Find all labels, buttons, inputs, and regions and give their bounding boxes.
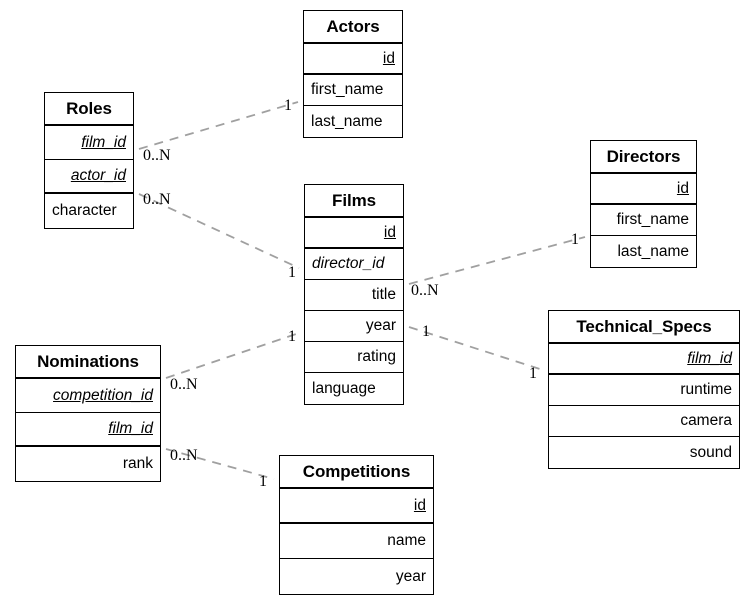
entity-title-competitions: Competitions [280,456,433,489]
attribute-label: year [365,317,396,334]
attribute-films-language[interactable]: language [305,373,403,404]
attribute-directors-id[interactable]: id [591,174,696,205]
attribute-label: camera [680,412,732,429]
attribute-actors-id[interactable]: id [304,44,402,75]
attribute-nominations-film_id[interactable]: film_id [16,413,160,447]
attribute-roles-character[interactable]: character [45,194,133,228]
attribute-label: character [52,202,117,219]
attribute-films-id[interactable]: id [305,218,403,249]
entity-title-technical_specs: Technical_Specs [549,311,739,344]
attribute-label: first_name [311,81,384,98]
relationship-line-nominations-films [165,332,300,379]
entity-title-roles: Roles [45,93,133,126]
attribute-label: runtime [680,381,732,398]
entity-competitions[interactable]: Competitions id name year [279,455,434,595]
relationship-line-films-directors [408,236,586,285]
entity-actors[interactable]: Actors id first_name last_name [303,10,403,138]
cardinality-label-roles-actors-from: 0..N [143,147,171,164]
attribute-label: sound [689,443,732,461]
attribute-label: title [371,286,396,303]
entity-title-films: Films [305,185,403,218]
attribute-label: rating [357,348,396,365]
attribute-competitions-year[interactable]: year [280,559,433,594]
relationship-line-roles-actors [138,101,299,150]
attribute-label: director_id [312,255,385,272]
attribute-technical_specs-runtime[interactable]: runtime [549,375,739,406]
cardinality-label-films-technical-from: 1 [422,323,430,340]
attribute-label: film_id [108,420,153,437]
cardinality-label-nominations-films-to: 1 [288,328,296,345]
attribute-label: last_name [617,242,689,260]
attribute-label: rank [122,455,153,472]
attribute-label: name [387,532,426,549]
attribute-label: competition_id [53,386,153,404]
cardinality-label-films-technical-to: 1 [529,365,537,382]
attribute-label: year [395,567,426,585]
attribute-label: id [676,179,689,197]
attribute-actors-first_name[interactable]: first_name [304,75,402,106]
attribute-nominations-rank[interactable]: rank [16,447,160,481]
attribute-technical_specs-sound[interactable]: sound [549,437,739,468]
attribute-actors-last_name[interactable]: last_name [304,106,402,137]
attribute-nominations-competition_id[interactable]: competition_id [16,379,160,413]
attribute-technical_specs-film_id[interactable]: film_id [549,344,739,375]
attribute-label: first_name [616,211,689,228]
entity-directors[interactable]: Directors id first_name last_name [590,140,697,268]
attribute-technical_specs-camera[interactable]: camera [549,406,739,437]
attribute-label: actor_id [70,167,126,184]
cardinality-label-roles-actors-to: 1 [284,97,292,114]
attribute-label: last_name [311,112,383,130]
attribute-competitions-id[interactable]: id [280,489,433,524]
attribute-label: film_id [81,133,126,151]
attribute-roles-film_id[interactable]: film_id [45,126,133,160]
attribute-films-rating[interactable]: rating [305,342,403,373]
attribute-films-title[interactable]: title [305,280,403,311]
entity-title-nominations: Nominations [16,346,160,379]
attribute-directors-last_name[interactable]: last_name [591,236,696,267]
attribute-label: id [382,49,395,67]
cardinality-label-nominations-competitions-from: 0..N [170,447,198,464]
attribute-roles-actor_id[interactable]: actor_id [45,160,133,194]
attribute-films-director_id[interactable]: director_id [305,249,403,280]
cardinality-label-nominations-competitions-to: 1 [259,473,267,490]
attribute-label: id [413,496,426,514]
attribute-films-year[interactable]: year [305,311,403,342]
attribute-label: language [312,379,376,397]
cardinality-label-films-directors-from: 0..N [411,282,439,299]
cardinality-label-nominations-films-from: 0..N [170,376,198,393]
entity-roles[interactable]: Roles film_id actor_id character [44,92,134,229]
cardinality-label-films-directors-to: 1 [571,231,579,248]
attribute-label: film_id [687,349,732,367]
cardinality-label-roles-films-to: 1 [288,264,296,281]
attribute-competitions-name[interactable]: name [280,524,433,559]
cardinality-label-roles-films-from: 0..N [143,191,171,208]
entity-title-directors: Directors [591,141,696,174]
attribute-directors-first_name[interactable]: first_name [591,205,696,236]
entity-title-actors: Actors [304,11,402,44]
attribute-label: id [383,223,396,241]
